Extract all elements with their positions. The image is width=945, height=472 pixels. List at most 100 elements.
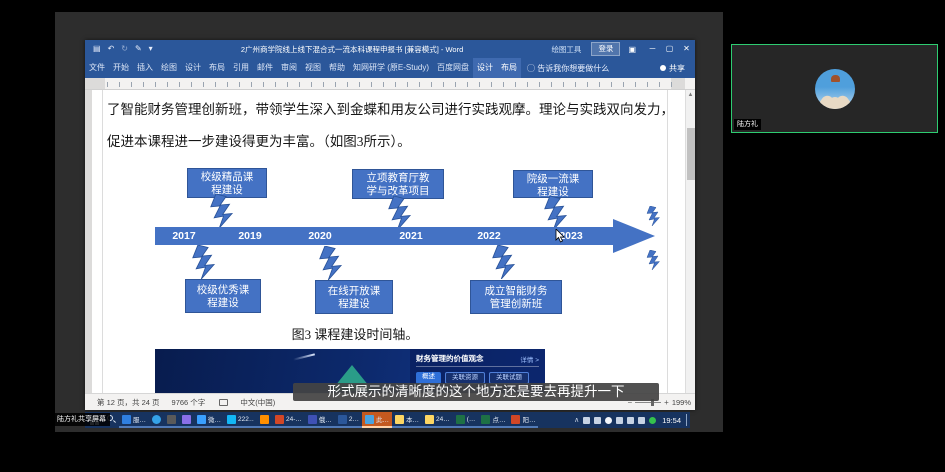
participant-video-tile[interactable]: 陆方礼 [731,44,938,133]
app-icon [122,414,131,424]
redo-icon[interactable]: ↻ [121,44,128,53]
zoom-in-icon[interactable]: + [664,397,669,407]
timeline-box-top-1[interactable]: 校级精品课 程建设 [187,168,267,198]
share-button[interactable]: 共享 [660,63,685,74]
timeline-box-bottom-2[interactable]: 在线开放课 程建设 [315,280,393,314]
scrollbar-thumb[interactable] [687,128,695,180]
taskbar-app[interactable]: 24… [422,412,453,428]
page-indicator[interactable]: 第 12 页，共 24 页 [97,397,160,407]
tab-design[interactable]: 设计 [185,63,201,72]
drawing-tools-label: 绘图工具 [551,44,582,54]
live-caption: 形式展示的清晰度的这个地方还是要去再提升一下 [293,383,659,401]
tab-baidu-pan[interactable]: 百度网盘 [437,63,470,72]
word-count[interactable]: 9766 个字 [171,397,206,407]
app-label: 本… [406,417,420,424]
tab-file[interactable]: 文件 [89,63,105,72]
tab-references[interactable]: 引用 [233,63,249,72]
timeline-arrow[interactable] [155,219,655,253]
box-line: 程建设 [537,186,569,198]
quick-access-toolbar: ▤ ↶ ↻ ✎ ▾ [93,40,153,58]
tab-view[interactable]: 视图 [305,63,321,72]
timeline-box-top-3[interactable]: 院级一流课 程建设 [513,170,593,198]
ribbon-display-icon[interactable]: ▣ [628,44,636,54]
cast-icon[interactable] [627,416,635,424]
app-icon [197,414,206,424]
app-icon [395,414,405,424]
minimize-button[interactable]: ─ [649,44,656,53]
taskbar-app[interactable]: 微… [194,412,224,428]
app-icon [227,414,236,424]
proofing-icon[interactable] [219,398,229,406]
vertical-ruler[interactable] [85,90,92,393]
app-label: 点… [492,417,506,424]
app-icon [307,414,317,424]
tab-mailings[interactable]: 邮件 [257,63,273,72]
zoom-slider[interactable] [635,398,662,406]
banner-more-link: 详情 > [520,356,539,364]
taskbar-app[interactable]: 此… [362,412,393,428]
tab-insert[interactable]: 插入 [137,63,153,72]
app-label: 222… [238,415,254,423]
hidden-icons-icon[interactable]: ∧ [574,416,580,424]
timeline-box-top-2[interactable]: 立项教育厅教 学与改革项目 [352,169,444,199]
scroll-up-icon[interactable]: ▲ [687,92,694,98]
undo-icon[interactable]: ↶ [107,44,115,53]
close-button[interactable]: ✕ [683,44,690,53]
taskbar-app[interactable]: 222… [224,412,257,428]
pen-icon[interactable]: ✎ [134,44,142,53]
window-title: 2广州商学院线上线下混合式一流本科课程申报书 [兼容模式] - Word [240,44,464,54]
sign-in-button[interactable]: 登录 [591,42,621,56]
taskbar-app[interactable]: 点… [478,412,509,428]
language-indicator[interactable]: 中文(中国) [240,397,276,407]
taskbar-apps: 服… 微… 222… 24-…俄…2… 此… 本…24…(… 点…阳… [119,412,539,428]
tell-me-box[interactable]: ◯ 告诉我你想要做什么 [527,63,610,73]
tab-layout[interactable]: 布局 [209,63,225,72]
show-desktop-button[interactable] [686,414,690,426]
tab-draw[interactable]: 绘图 [161,63,177,72]
taskbar-app[interactable] [257,412,272,428]
tab-home[interactable]: 开始 [113,63,129,72]
zoom-slider-thumb[interactable] [651,398,655,406]
app-icon [260,414,269,424]
taskbar-app[interactable] [164,412,179,428]
phone-icon[interactable] [638,416,646,424]
taskbar-app[interactable]: 本… [392,412,423,428]
timeline-box-bottom-1[interactable]: 校级优秀课 程建设 [185,279,261,313]
tab-review[interactable]: 审阅 [281,63,297,72]
screen-share-label: 陆方礼共享屏幕 [53,413,110,426]
vertical-scrollbar[interactable]: ▲ [685,90,695,393]
qq-icon[interactable] [605,416,613,424]
taskbar-clock[interactable]: 19:54 [662,415,681,425]
figure-caption: 图3 课程建设时间轴。 [291,327,419,342]
app-label: 此… [376,417,390,424]
timeline-box-bottom-3[interactable]: 成立智能财务 管理创新班 [470,280,562,314]
restore-button[interactable]: ▢ [665,44,674,53]
zoom-level[interactable]: 199% [671,397,691,407]
qat-dropdown-icon[interactable]: ▾ [148,44,153,53]
tab-help[interactable]: 帮助 [329,63,345,72]
network-icon[interactable] [594,416,602,424]
taskbar-app[interactable]: (… [452,412,479,428]
taskbar-app[interactable]: 24-… [272,412,305,428]
taskbar-app[interactable] [179,412,194,428]
volume-icon[interactable] [616,416,624,424]
wechat-icon[interactable] [649,416,657,424]
tab-cnki[interactable]: 知网研学 (原E-Study) [353,63,430,72]
taskbar-app[interactable] [149,412,164,428]
timeline-years: 2017 2019 2020 2021 2022 2023 [155,227,613,245]
tab-draw-layout[interactable]: 布局 [497,58,522,78]
zoom-out-icon[interactable]: − [627,397,633,407]
taskbar-app[interactable]: 阳… [508,412,539,428]
app-icon [152,414,161,424]
paragraph: 了智能财务管理创新班，带领学生深入到金蝶和用友公司进行实践观摩。理论与实践双向发… [107,102,674,117]
taskbar-app[interactable]: 俄… [304,412,335,428]
horizontal-ruler[interactable] [85,78,695,90]
share-label: 共享 [669,63,685,73]
tab-draw-design[interactable]: 设计 [473,58,498,78]
taskbar-app[interactable]: 2… [334,412,363,428]
taskbar-app[interactable]: 服… [119,412,149,428]
save-icon[interactable]: ▤ [93,44,101,53]
microphone-icon[interactable] [583,416,591,424]
app-icon [337,414,347,424]
